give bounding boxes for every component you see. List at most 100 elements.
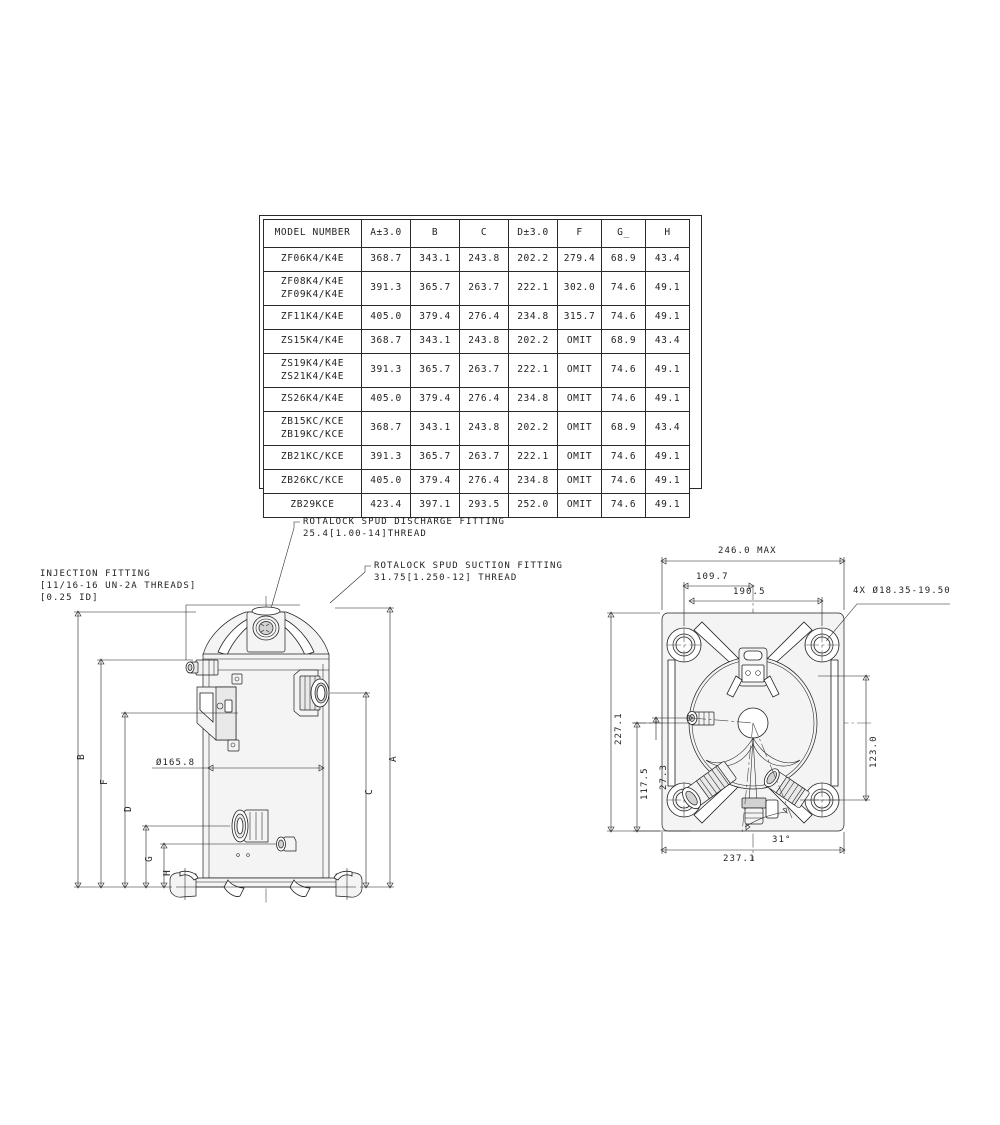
- cell-b: 343.1: [410, 247, 460, 272]
- callout-discharge-fitting: ROTALOCK SPUD DISCHARGE FITTING 25.4[1.0…: [303, 517, 506, 540]
- cell-f: OMIT: [557, 469, 602, 494]
- cell-b: 365.7: [410, 445, 460, 470]
- cell-a: 368.7: [361, 411, 411, 446]
- cell-a: 423.4: [361, 493, 411, 518]
- cell-d: 222.1: [508, 445, 558, 470]
- mounting-frame: [661, 612, 845, 832]
- injection-fitting-top: [686, 711, 754, 726]
- discharge-fitting-top: [763, 768, 810, 808]
- cell-d: 202.2: [508, 411, 558, 446]
- compressor-shell-top: [688, 656, 818, 805]
- cell-b: 343.1: [410, 411, 460, 446]
- cell-g: 74.6: [601, 305, 646, 330]
- dim-227-1: 227.1: [614, 712, 624, 745]
- dim-4x-hole: 4X Ø18.35-19.50: [853, 586, 951, 596]
- top-plan-view: [607, 557, 950, 860]
- cell-model: ZS15K4/K4E: [263, 329, 362, 354]
- cell-c: 263.7: [459, 445, 509, 470]
- suction-fitting-top: [682, 761, 737, 810]
- compressor-shell: [202, 653, 330, 879]
- cell-c: 243.8: [459, 247, 509, 272]
- cell-c: 243.8: [459, 329, 509, 354]
- col-header-c: C: [459, 219, 509, 248]
- cell-d: 234.8: [508, 305, 558, 330]
- cell-d: 222.1: [508, 271, 558, 306]
- dim-letter-h: H: [162, 869, 173, 876]
- callout-leaders: [185, 521, 371, 660]
- cell-h: 43.4: [645, 411, 690, 446]
- cell-model: ZB29KCE: [263, 493, 362, 518]
- side-view-dimensions: [74, 606, 394, 889]
- dim-letter-g: G: [144, 855, 155, 862]
- cell-h: 49.1: [645, 445, 690, 470]
- dim-27-3: 27.3: [659, 763, 669, 790]
- cell-d: 202.2: [508, 247, 558, 272]
- cell-d: 234.8: [508, 387, 558, 412]
- dim-246-max: 246.0 MAX: [718, 546, 777, 556]
- dim-letter-a: A: [388, 755, 399, 762]
- cell-h: 49.1: [645, 493, 690, 518]
- specification-table: MODEL NUMBER A±3.0 B C D±3.0 F G_ H ZF06…: [263, 219, 690, 518]
- col-header-d: D±3.0: [508, 219, 558, 248]
- table-header-row: MODEL NUMBER A±3.0 B C D±3.0 F G_ H: [263, 219, 690, 248]
- dim-diameter-165: Ø165.8: [156, 758, 196, 768]
- cell-f: 279.4: [557, 247, 602, 272]
- cell-h: 49.1: [645, 353, 690, 388]
- dim-letter-c: C: [364, 788, 375, 795]
- cell-c: 276.4: [459, 387, 509, 412]
- cell-h: 49.1: [645, 271, 690, 306]
- cell-a: 368.7: [361, 247, 411, 272]
- cell-a: 391.3: [361, 445, 411, 470]
- cell-c: 263.7: [459, 353, 509, 388]
- cell-b: 379.4: [410, 305, 460, 330]
- terminal-block-top: [726, 647, 780, 698]
- oil-service-fitting: [231, 809, 269, 843]
- dim-angle-31: 31°: [772, 835, 792, 845]
- cell-model: ZS19K4/K4E ZS21K4/K4E: [263, 353, 362, 388]
- cell-f: OMIT: [557, 445, 602, 470]
- cell-d: 252.0: [508, 493, 558, 518]
- cell-g: 68.9: [601, 411, 646, 446]
- cell-b: 379.4: [410, 469, 460, 494]
- suction-rotalock-fitting: [293, 669, 330, 717]
- dim-190-5: 190.5: [733, 587, 766, 597]
- cell-f: 302.0: [557, 271, 602, 306]
- cell-g: 74.6: [601, 445, 646, 470]
- dim-123-0: 123.0: [869, 735, 879, 768]
- cell-f: OMIT: [557, 493, 602, 518]
- cell-g: 74.6: [601, 387, 646, 412]
- cell-f: 315.7: [557, 305, 602, 330]
- cell-f: OMIT: [557, 411, 602, 446]
- cell-c: 276.4: [459, 305, 509, 330]
- cell-a: 391.3: [361, 271, 411, 306]
- cell-g: 74.6: [601, 353, 646, 388]
- col-header-f: F: [557, 219, 602, 248]
- col-header-h: H: [645, 219, 690, 248]
- terminal-box: [196, 673, 243, 752]
- top-view-dimensions: [607, 557, 950, 854]
- callout-injection-fitting: INJECTION FITTING [11/16-16 UN-2A THREAD…: [40, 569, 197, 604]
- cell-f: OMIT: [557, 387, 602, 412]
- dim-237-1: 237.1: [723, 854, 756, 864]
- cell-b: 343.1: [410, 329, 460, 354]
- cell-c: 293.5: [459, 493, 509, 518]
- col-header-a: A±3.0: [361, 219, 411, 248]
- cell-c: 263.7: [459, 271, 509, 306]
- cell-a: 405.0: [361, 305, 411, 330]
- cell-model: ZB21KC/KCE: [263, 445, 362, 470]
- cell-h: 49.1: [645, 305, 690, 330]
- col-header-b: B: [410, 219, 460, 248]
- cell-g: 68.9: [601, 247, 646, 272]
- cell-model: ZF08K4/K4E ZF09K4/K4E: [263, 271, 362, 306]
- cell-h: 49.1: [645, 469, 690, 494]
- cell-c: 243.8: [459, 411, 509, 446]
- cell-g: 74.6: [601, 469, 646, 494]
- cell-model: ZF06K4/K4E: [263, 247, 362, 272]
- cell-b: 379.4: [410, 387, 460, 412]
